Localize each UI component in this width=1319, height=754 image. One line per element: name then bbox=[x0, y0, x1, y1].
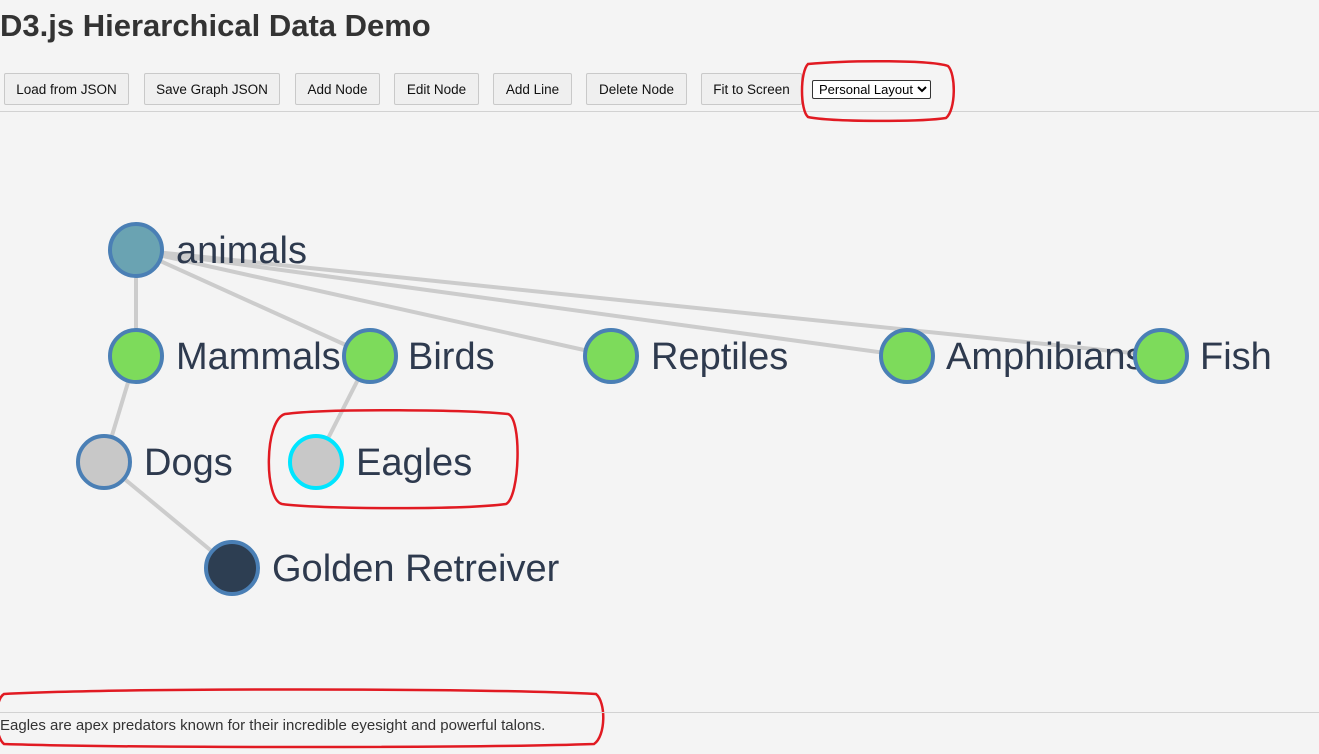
layout-select[interactable]: Personal Layout bbox=[812, 80, 931, 99]
node-label: Dogs bbox=[144, 442, 233, 484]
node-label: Reptiles bbox=[651, 336, 788, 378]
node-label: Golden Retreiver bbox=[272, 548, 560, 590]
link-animals-amphibians bbox=[135, 248, 908, 358]
load-from-json-button[interactable]: Load from JSON bbox=[4, 73, 129, 105]
node-circle[interactable] bbox=[204, 540, 260, 596]
node-circle[interactable] bbox=[342, 328, 398, 384]
links-group bbox=[102, 248, 1162, 570]
node-circle[interactable] bbox=[879, 328, 935, 384]
node-label: Eagles bbox=[356, 442, 472, 484]
save-graph-json-button[interactable]: Save Graph JSON bbox=[144, 73, 280, 105]
node-dogs[interactable]: Dogs bbox=[76, 434, 233, 490]
node-amphibians[interactable]: Amphibians bbox=[879, 328, 1145, 384]
node-animals[interactable]: animals bbox=[108, 222, 307, 278]
add-node-button[interactable]: Add Node bbox=[295, 73, 380, 105]
toolbar: Load from JSON Save Graph JSON Add Node … bbox=[0, 73, 1319, 105]
node-info-text: Eagles are apex predators known for thei… bbox=[0, 717, 546, 734]
node-eagles[interactable]: Eagles bbox=[288, 434, 472, 490]
toolbar-divider bbox=[0, 111, 1319, 112]
link-animals-reptiles bbox=[135, 248, 612, 358]
node-label: Birds bbox=[408, 336, 495, 378]
node-circle[interactable] bbox=[76, 434, 132, 490]
node-label: Mammals bbox=[176, 336, 341, 378]
fit-to-screen-button[interactable]: Fit to Screen bbox=[701, 73, 802, 105]
node-circle[interactable] bbox=[108, 222, 164, 278]
node-reptiles[interactable]: Reptiles bbox=[583, 328, 788, 384]
node-golden-retreiver[interactable]: Golden Retreiver bbox=[204, 540, 560, 596]
delete-node-button[interactable]: Delete Node bbox=[586, 73, 687, 105]
node-circle-selected[interactable] bbox=[288, 434, 344, 490]
footer-divider bbox=[0, 712, 1319, 713]
link-animals-fish bbox=[135, 248, 1162, 358]
node-label: Fish bbox=[1200, 336, 1272, 378]
node-label: animals bbox=[176, 230, 307, 272]
edit-node-button[interactable]: Edit Node bbox=[394, 73, 479, 105]
add-line-button[interactable]: Add Line bbox=[493, 73, 572, 105]
annotation-eagles-highlight bbox=[267, 408, 519, 510]
node-birds[interactable]: Birds bbox=[342, 328, 495, 384]
node-circle[interactable] bbox=[108, 328, 164, 384]
node-label: Amphibians bbox=[946, 336, 1145, 378]
node-fish[interactable]: Fish bbox=[1133, 328, 1272, 384]
node-circle[interactable] bbox=[583, 328, 639, 384]
page-title: D3.js Hierarchical Data Demo bbox=[0, 8, 431, 43]
link-animals-birds bbox=[135, 248, 371, 358]
node-circle[interactable] bbox=[1133, 328, 1189, 384]
node-mammals[interactable]: Mammals bbox=[108, 328, 341, 384]
graph-canvas[interactable]: animals Mammals Birds Reptiles Amphibian… bbox=[0, 112, 1319, 712]
